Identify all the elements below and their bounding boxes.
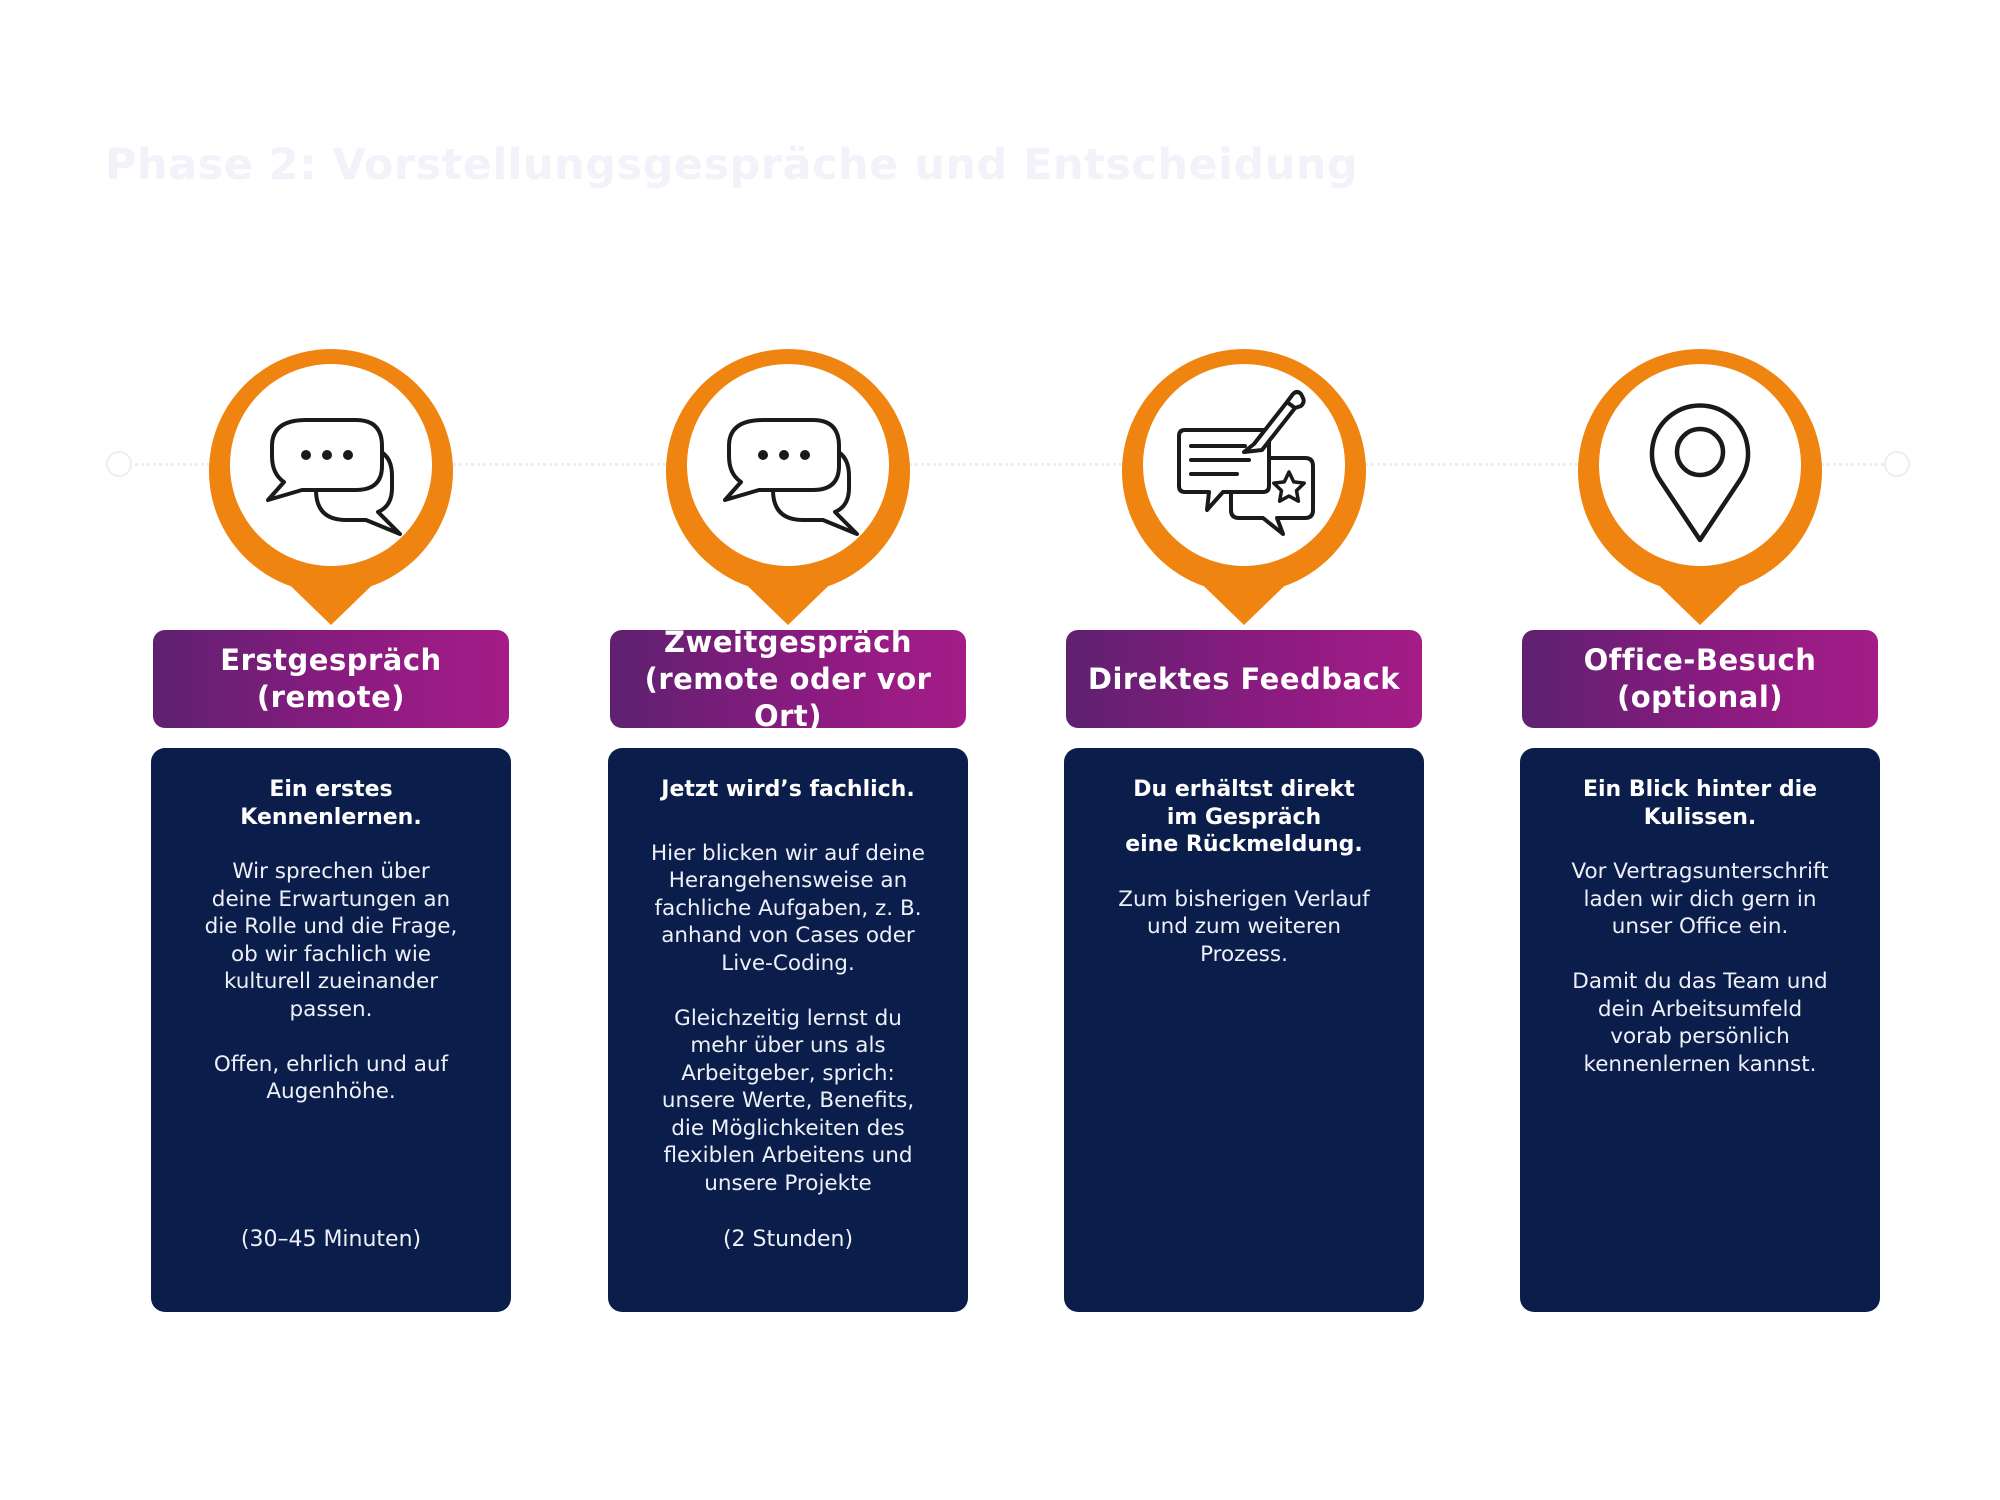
orange-pin-marker: [663, 340, 913, 630]
orange-pin-marker: [1119, 340, 1369, 630]
timeline-end-dot: [1884, 451, 1910, 477]
feedback-icon: [1119, 340, 1369, 590]
timeline-start-dot: [106, 451, 132, 477]
step-title: Erstgespräch (remote): [220, 643, 442, 714]
card-duration: (30–45 Minuten): [240, 1227, 422, 1252]
location-pin-icon: [1575, 340, 1825, 590]
step-direktes-feedback: Direktes Feedback Du erhältst direkt im …: [1064, 340, 1424, 1320]
step-card: Du erhältst direkt im Gespräch eine Rück…: [1064, 748, 1424, 1312]
page-title: Phase 2: Vorstellungsgespräche und Entsc…: [105, 140, 1359, 190]
step-title: Zweitgespräch (remote oder vor Ort): [644, 624, 932, 733]
step-erstgespraech: Erstgespräch (remote) Ein erstes Kennenl…: [151, 340, 511, 1320]
step-card: Ein erstes Kennenlernen. Wir sprechen üb…: [151, 748, 511, 1312]
card-lead: Du erhältst direkt im Gespräch eine Rück…: [1125, 777, 1363, 857]
step-header: Direktes Feedback: [1066, 630, 1422, 728]
step-title: Office-Besuch (optional): [1583, 643, 1817, 714]
step-header: Zweitgespräch (remote oder vor Ort): [610, 625, 966, 733]
card-lead: Ein erstes Kennenlernen.: [240, 777, 422, 830]
card-body: Wir sprechen über deine Erwartungen an d…: [204, 859, 458, 1104]
step-card: Jetzt wird’s fachlich. Hier blicken wir …: [608, 748, 968, 1312]
card-body: Vor Vertragsunterschrift laden wir dich …: [1571, 859, 1829, 1077]
timeline-line: [118, 463, 1896, 466]
step-title: Direktes Feedback: [1087, 661, 1401, 696]
card-body: Zum bisherigen Verlauf und zum weiteren …: [1118, 886, 1370, 967]
step-header: Erstgespräch (remote): [153, 630, 509, 728]
step-card: Ein Blick hinter die Kulissen. Vor Vertr…: [1520, 748, 1880, 1312]
chat-bubbles-icon: [663, 340, 913, 590]
orange-pin-marker: [1575, 340, 1825, 630]
card-duration: (2 Stunden): [722, 1227, 854, 1252]
step-office-besuch: Office-Besuch (optional) Ein Blick hinte…: [1520, 340, 1880, 1320]
step-zweitgespraech: Zweitgespräch (remote oder vor Ort) Jetz…: [608, 340, 968, 1320]
orange-pin-marker: [206, 340, 456, 630]
card-lead: Jetzt wird’s fachlich.: [661, 777, 915, 802]
card-body: Hier blicken wir auf deine Herangehenswe…: [651, 840, 925, 1196]
step-header: Office-Besuch (optional): [1522, 630, 1878, 728]
chat-bubbles-icon: [206, 340, 456, 590]
card-lead: Ein Blick hinter die Kulissen.: [1582, 777, 1818, 830]
